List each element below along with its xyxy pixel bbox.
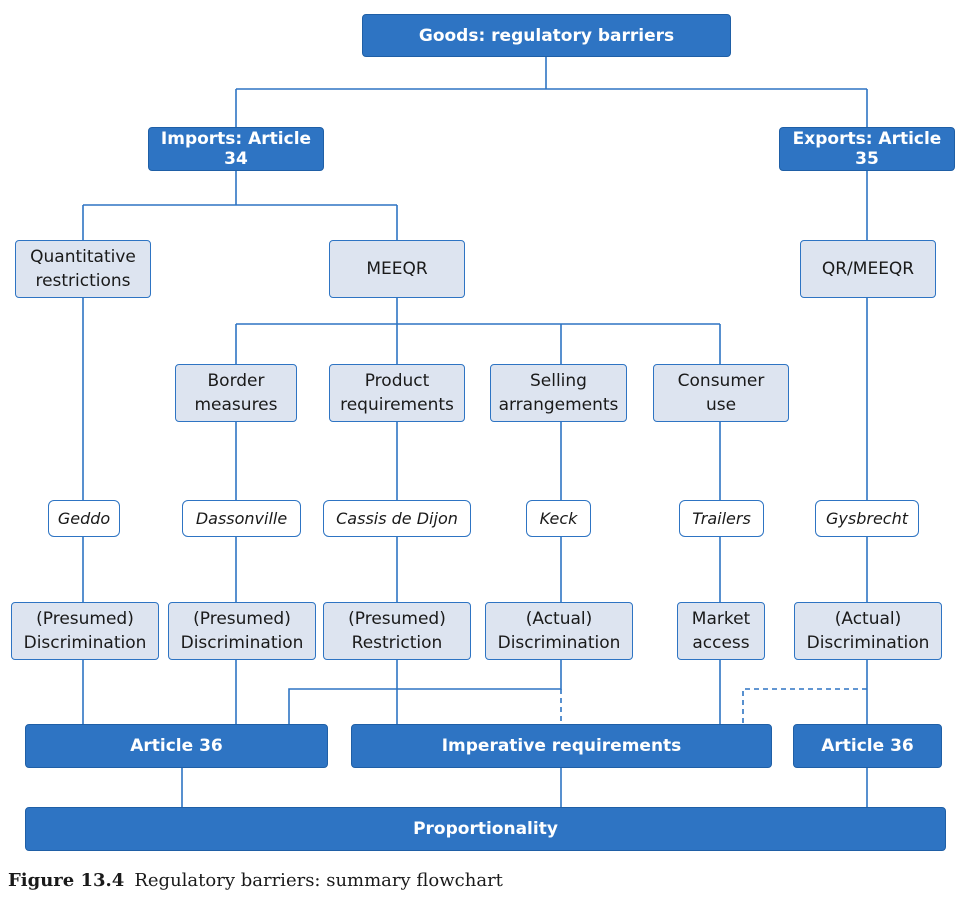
connector bbox=[288, 421, 562, 725]
connector bbox=[235, 297, 721, 365]
quantitative-restrictions-box: Quantitative restrictions bbox=[15, 240, 151, 298]
figure-number: Figure 13.4 bbox=[8, 870, 125, 891]
meeqr-box: MEEQR bbox=[329, 240, 465, 298]
qr-meeqr-box: QR/MEEQR bbox=[800, 240, 936, 298]
presumed-restriction-box: (Presumed) Restriction bbox=[323, 602, 471, 660]
article-36-right-box: Article 36 bbox=[793, 724, 942, 768]
presumed-discrimination-box-2: (Presumed) Discrimination bbox=[168, 602, 316, 660]
goods-regulatory-barriers-box: Goods: regulatory barriers bbox=[362, 14, 731, 57]
selling-arrangements-box: Selling arrangements bbox=[490, 364, 627, 422]
actual-discrimination-box-2: (Actual) Discrimination bbox=[794, 602, 942, 660]
dashed-connector bbox=[742, 688, 867, 725]
exports-article-35-box: Exports: Article 35 bbox=[779, 127, 955, 171]
connector bbox=[181, 767, 868, 808]
market-access-box: Market access bbox=[677, 602, 765, 660]
case-dassonville: Dassonville bbox=[182, 500, 301, 537]
figure-caption: Figure 13.4 Regulatory barriers: summary … bbox=[8, 870, 503, 891]
presumed-discrimination-box-1: (Presumed) Discrimination bbox=[11, 602, 159, 660]
imports-article-34-box: Imports: Article 34 bbox=[148, 127, 324, 171]
case-cassis-de-dijon: Cassis de Dijon bbox=[323, 500, 471, 537]
connector bbox=[82, 170, 398, 241]
connector bbox=[235, 56, 868, 128]
case-geddo: Geddo bbox=[48, 500, 120, 537]
actual-discrimination-box-1: (Actual) Discrimination bbox=[485, 602, 633, 660]
article-36-left-box: Article 36 bbox=[25, 724, 328, 768]
consumer-use-box: Consumer use bbox=[653, 364, 789, 422]
product-requirements-box: Product requirements bbox=[329, 364, 465, 422]
case-trailers: Trailers bbox=[679, 500, 764, 537]
case-gysbrecht: Gysbrecht bbox=[815, 500, 919, 537]
figure-caption-text: Regulatory barriers: summary flowchart bbox=[134, 870, 503, 891]
proportionality-box: Proportionality bbox=[25, 807, 946, 851]
imperative-requirements-box: Imperative requirements bbox=[351, 724, 772, 768]
border-measures-box: Border measures bbox=[175, 364, 297, 422]
case-keck: Keck bbox=[526, 500, 591, 537]
